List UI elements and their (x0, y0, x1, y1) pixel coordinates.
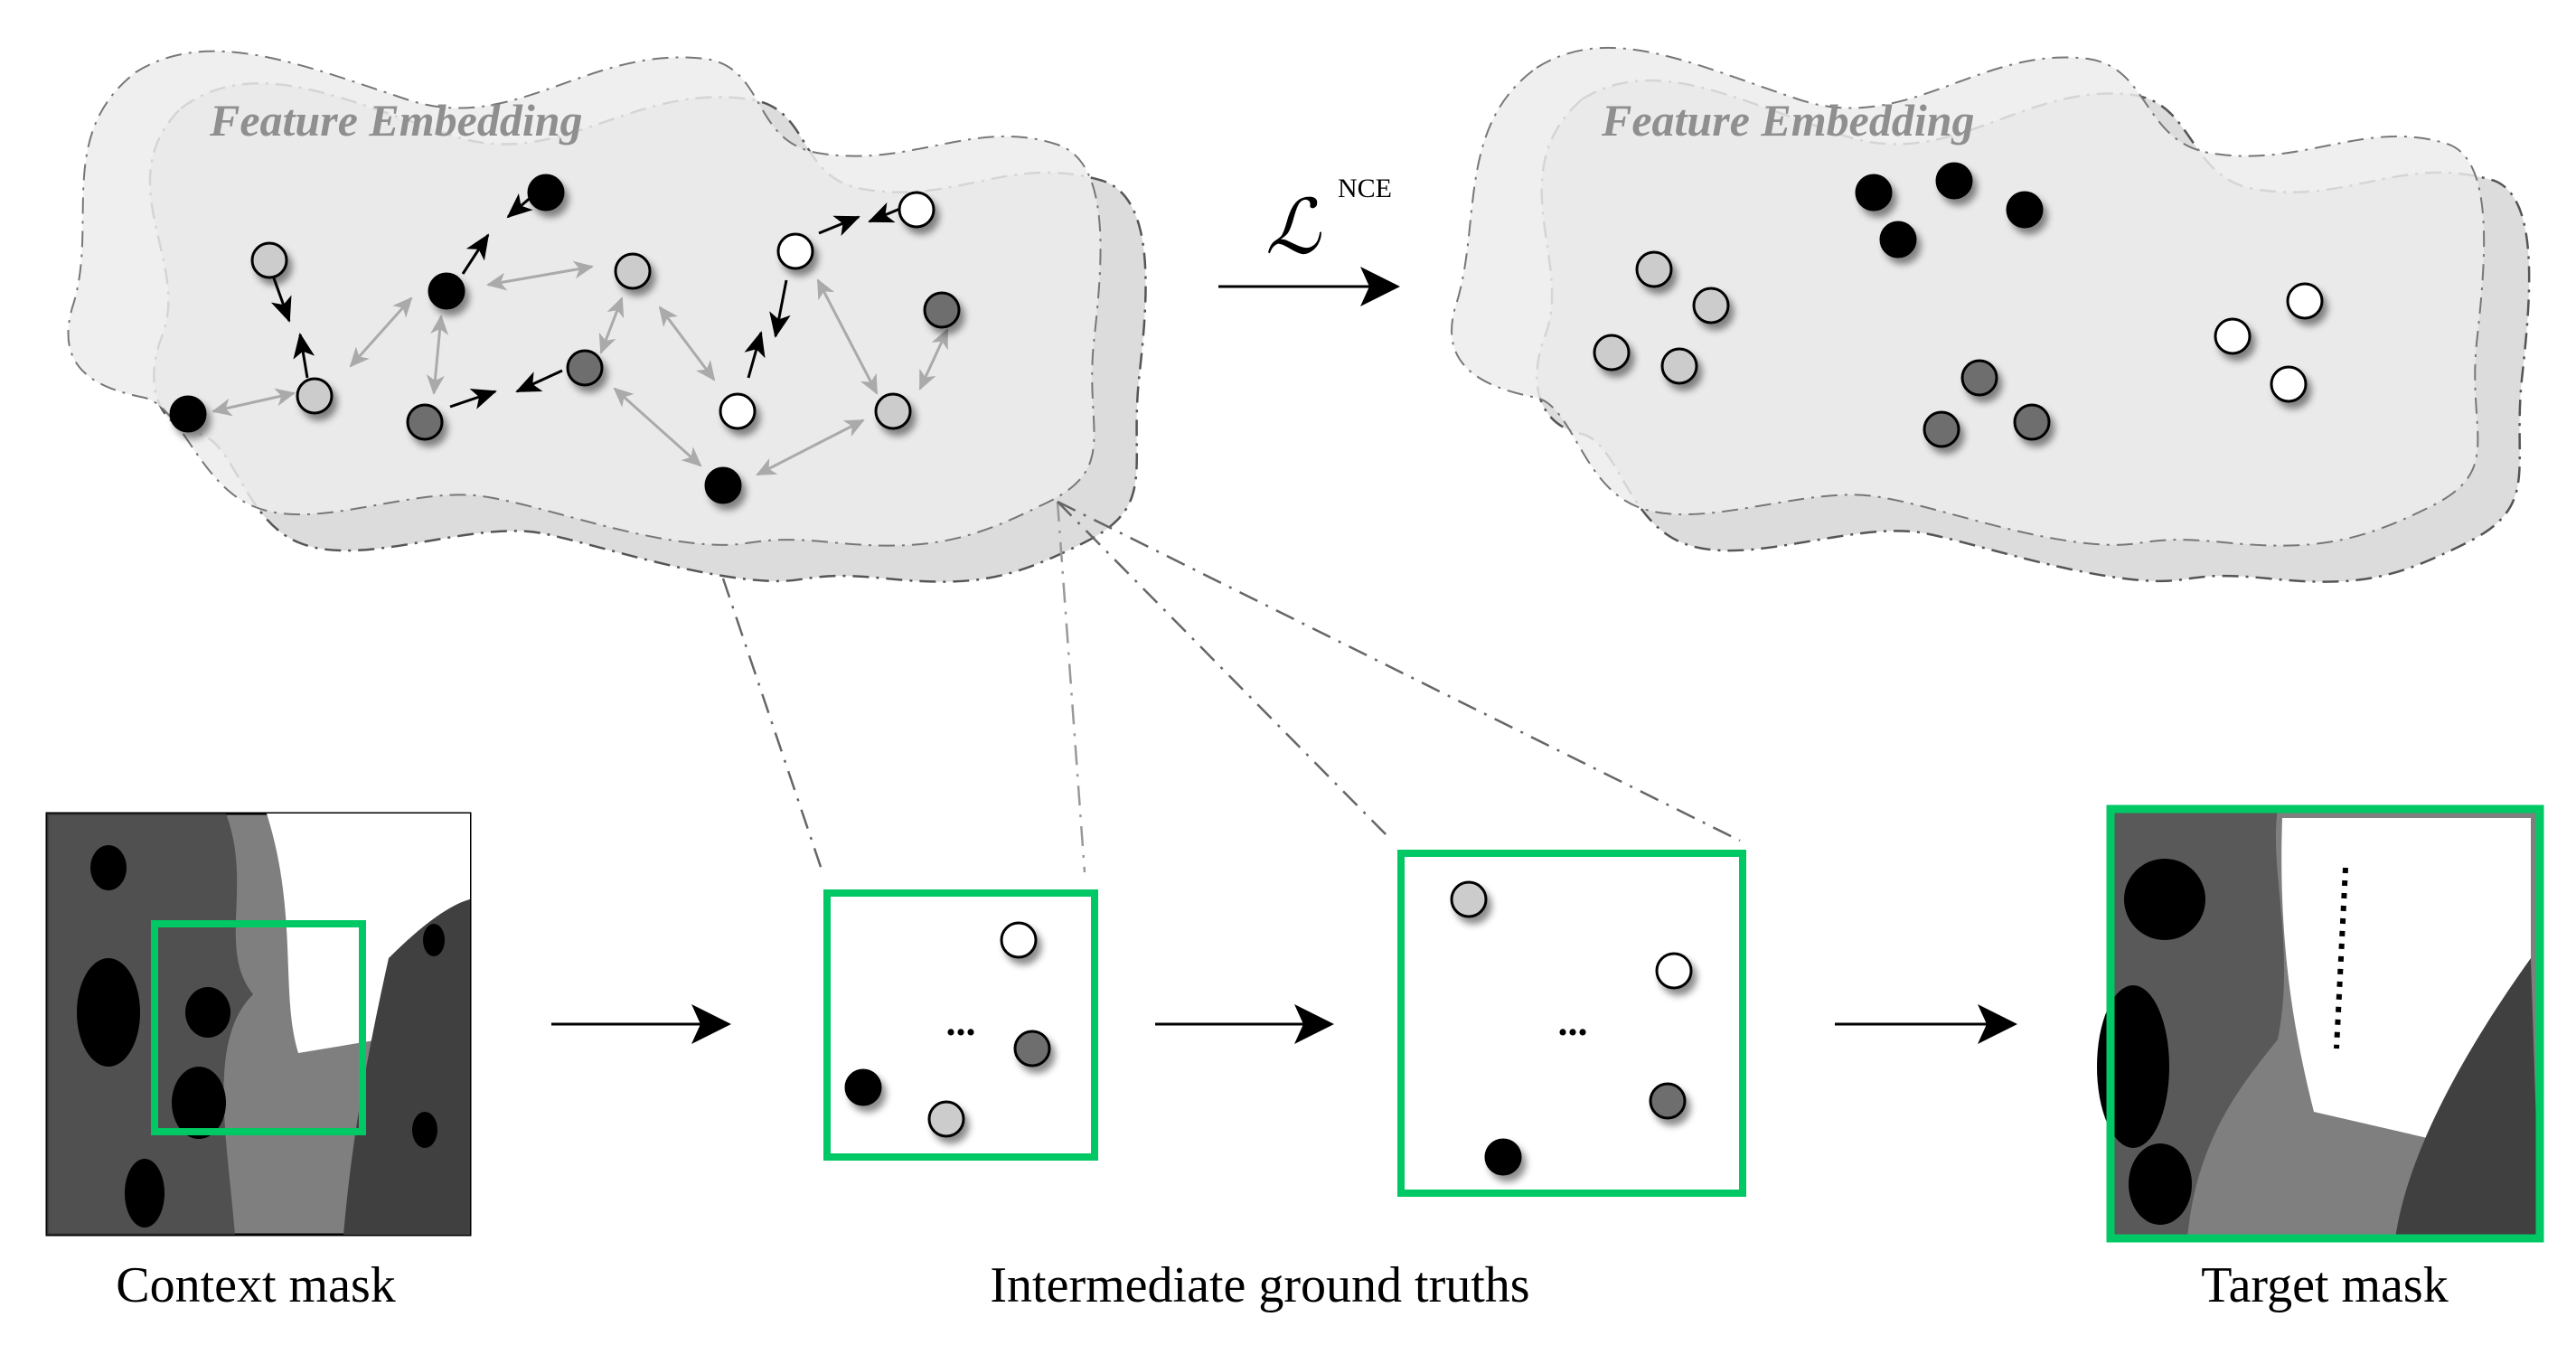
projection-line (721, 578, 824, 873)
pull-arrow (270, 275, 292, 323)
embedding-point-black (1879, 221, 1917, 259)
feature-embedding-title: Feature Embedding (209, 95, 583, 146)
embedding-point-dark-gray (1960, 359, 1998, 397)
push-arrow (613, 387, 702, 467)
push-arrow (918, 328, 949, 390)
pull-arrow (744, 331, 766, 379)
projection-lines (721, 500, 1741, 873)
feature-embedding-title: Feature Embedding (1601, 95, 1975, 146)
embedding-point-black (1935, 162, 1973, 200)
embedding-point-light-gray (1593, 334, 1631, 372)
loss-transition: ℒ NCE (1218, 174, 1400, 306)
pull-push-arrows (212, 193, 949, 476)
context-crop-box (151, 920, 366, 1135)
intermediate-caption: Intermediate ground truths (990, 1257, 1529, 1313)
push-arrow (486, 260, 594, 291)
context-mask-caption: Context mask (116, 1257, 396, 1313)
embedding-point-white (2286, 282, 2324, 320)
embedding-point-white (1000, 921, 1038, 959)
embedding-point-dark-gray (1649, 1082, 1687, 1120)
embedding-point-black (1855, 174, 1893, 212)
embedding-point-dark-gray (1923, 410, 1960, 448)
embedding-point-light-gray (1660, 347, 1698, 385)
pull-arrow (868, 202, 903, 223)
embedding-point-black (1484, 1138, 1522, 1176)
projection-line (1057, 501, 1393, 842)
embedding-point-white (1655, 952, 1693, 990)
push-arrow (756, 419, 865, 476)
target-mask-caption: Target mask (2201, 1257, 2448, 1313)
embedding-point-light-gray (1692, 287, 1730, 325)
pull-arrow (769, 279, 791, 338)
ground-truth-points-1 (844, 921, 1051, 1138)
feature-embedding-after: Feature Embedding (1451, 46, 2531, 583)
embedding-point-light-gray (1635, 250, 1673, 288)
ellipsis: ... (946, 1000, 976, 1044)
pull-arrow (449, 389, 497, 409)
pull-arrow (818, 215, 860, 236)
embedding-point-black (844, 1068, 882, 1106)
embedding-point-light-gray (296, 377, 334, 415)
embedding-point-black (169, 395, 207, 433)
embedding-points-before (169, 174, 961, 504)
cloud-top-layer (1451, 46, 2486, 547)
embedding-point-light-gray (927, 1100, 965, 1138)
ground-truth-points-2 (1450, 880, 1693, 1176)
embedding-point-light-gray (614, 252, 652, 290)
embedding-point-black (2006, 191, 2044, 229)
push-arrow (658, 306, 716, 381)
push-arrow (349, 296, 413, 368)
embedding-point-black (527, 174, 565, 212)
loss-superscript: NCE (1338, 174, 1392, 203)
pull-arrow (293, 333, 315, 379)
embedding-point-white (2270, 365, 2308, 403)
embedding-point-white (898, 191, 935, 229)
embedding-point-white (776, 232, 814, 270)
projection-line (1057, 500, 1741, 842)
embedding-point-light-gray (250, 241, 288, 279)
target-border (2106, 804, 2544, 1243)
feature-embedding-before: Feature Embedding (67, 50, 1147, 583)
target-mask-image (2097, 804, 2544, 1243)
push-arrow (816, 278, 879, 395)
context-mask-image (45, 812, 472, 1237)
push-arrow (426, 315, 449, 395)
push-arrow (598, 296, 625, 354)
embedding-point-black (428, 272, 465, 310)
embedding-point-black (704, 466, 742, 504)
embedding-point-light-gray (1450, 880, 1488, 918)
embedding-point-dark-gray (1013, 1030, 1051, 1068)
ellipsis: ... (1558, 1000, 1588, 1044)
embedding-point-dark-gray (2013, 403, 2051, 441)
embedding-point-white (719, 392, 757, 430)
embedding-point-dark-gray (406, 403, 444, 441)
push-arrow (212, 388, 296, 417)
embedding-point-dark-gray (923, 291, 961, 329)
pull-arrow (461, 233, 490, 275)
projection-line (1056, 501, 1086, 873)
embedding-point-dark-gray (566, 349, 604, 387)
embedding-points-after (1593, 162, 2324, 448)
pull-arrow (515, 369, 563, 393)
loss-symbol: ℒ (1265, 186, 1321, 270)
embedding-point-light-gray (874, 392, 912, 430)
embedding-point-white (2214, 317, 2252, 355)
